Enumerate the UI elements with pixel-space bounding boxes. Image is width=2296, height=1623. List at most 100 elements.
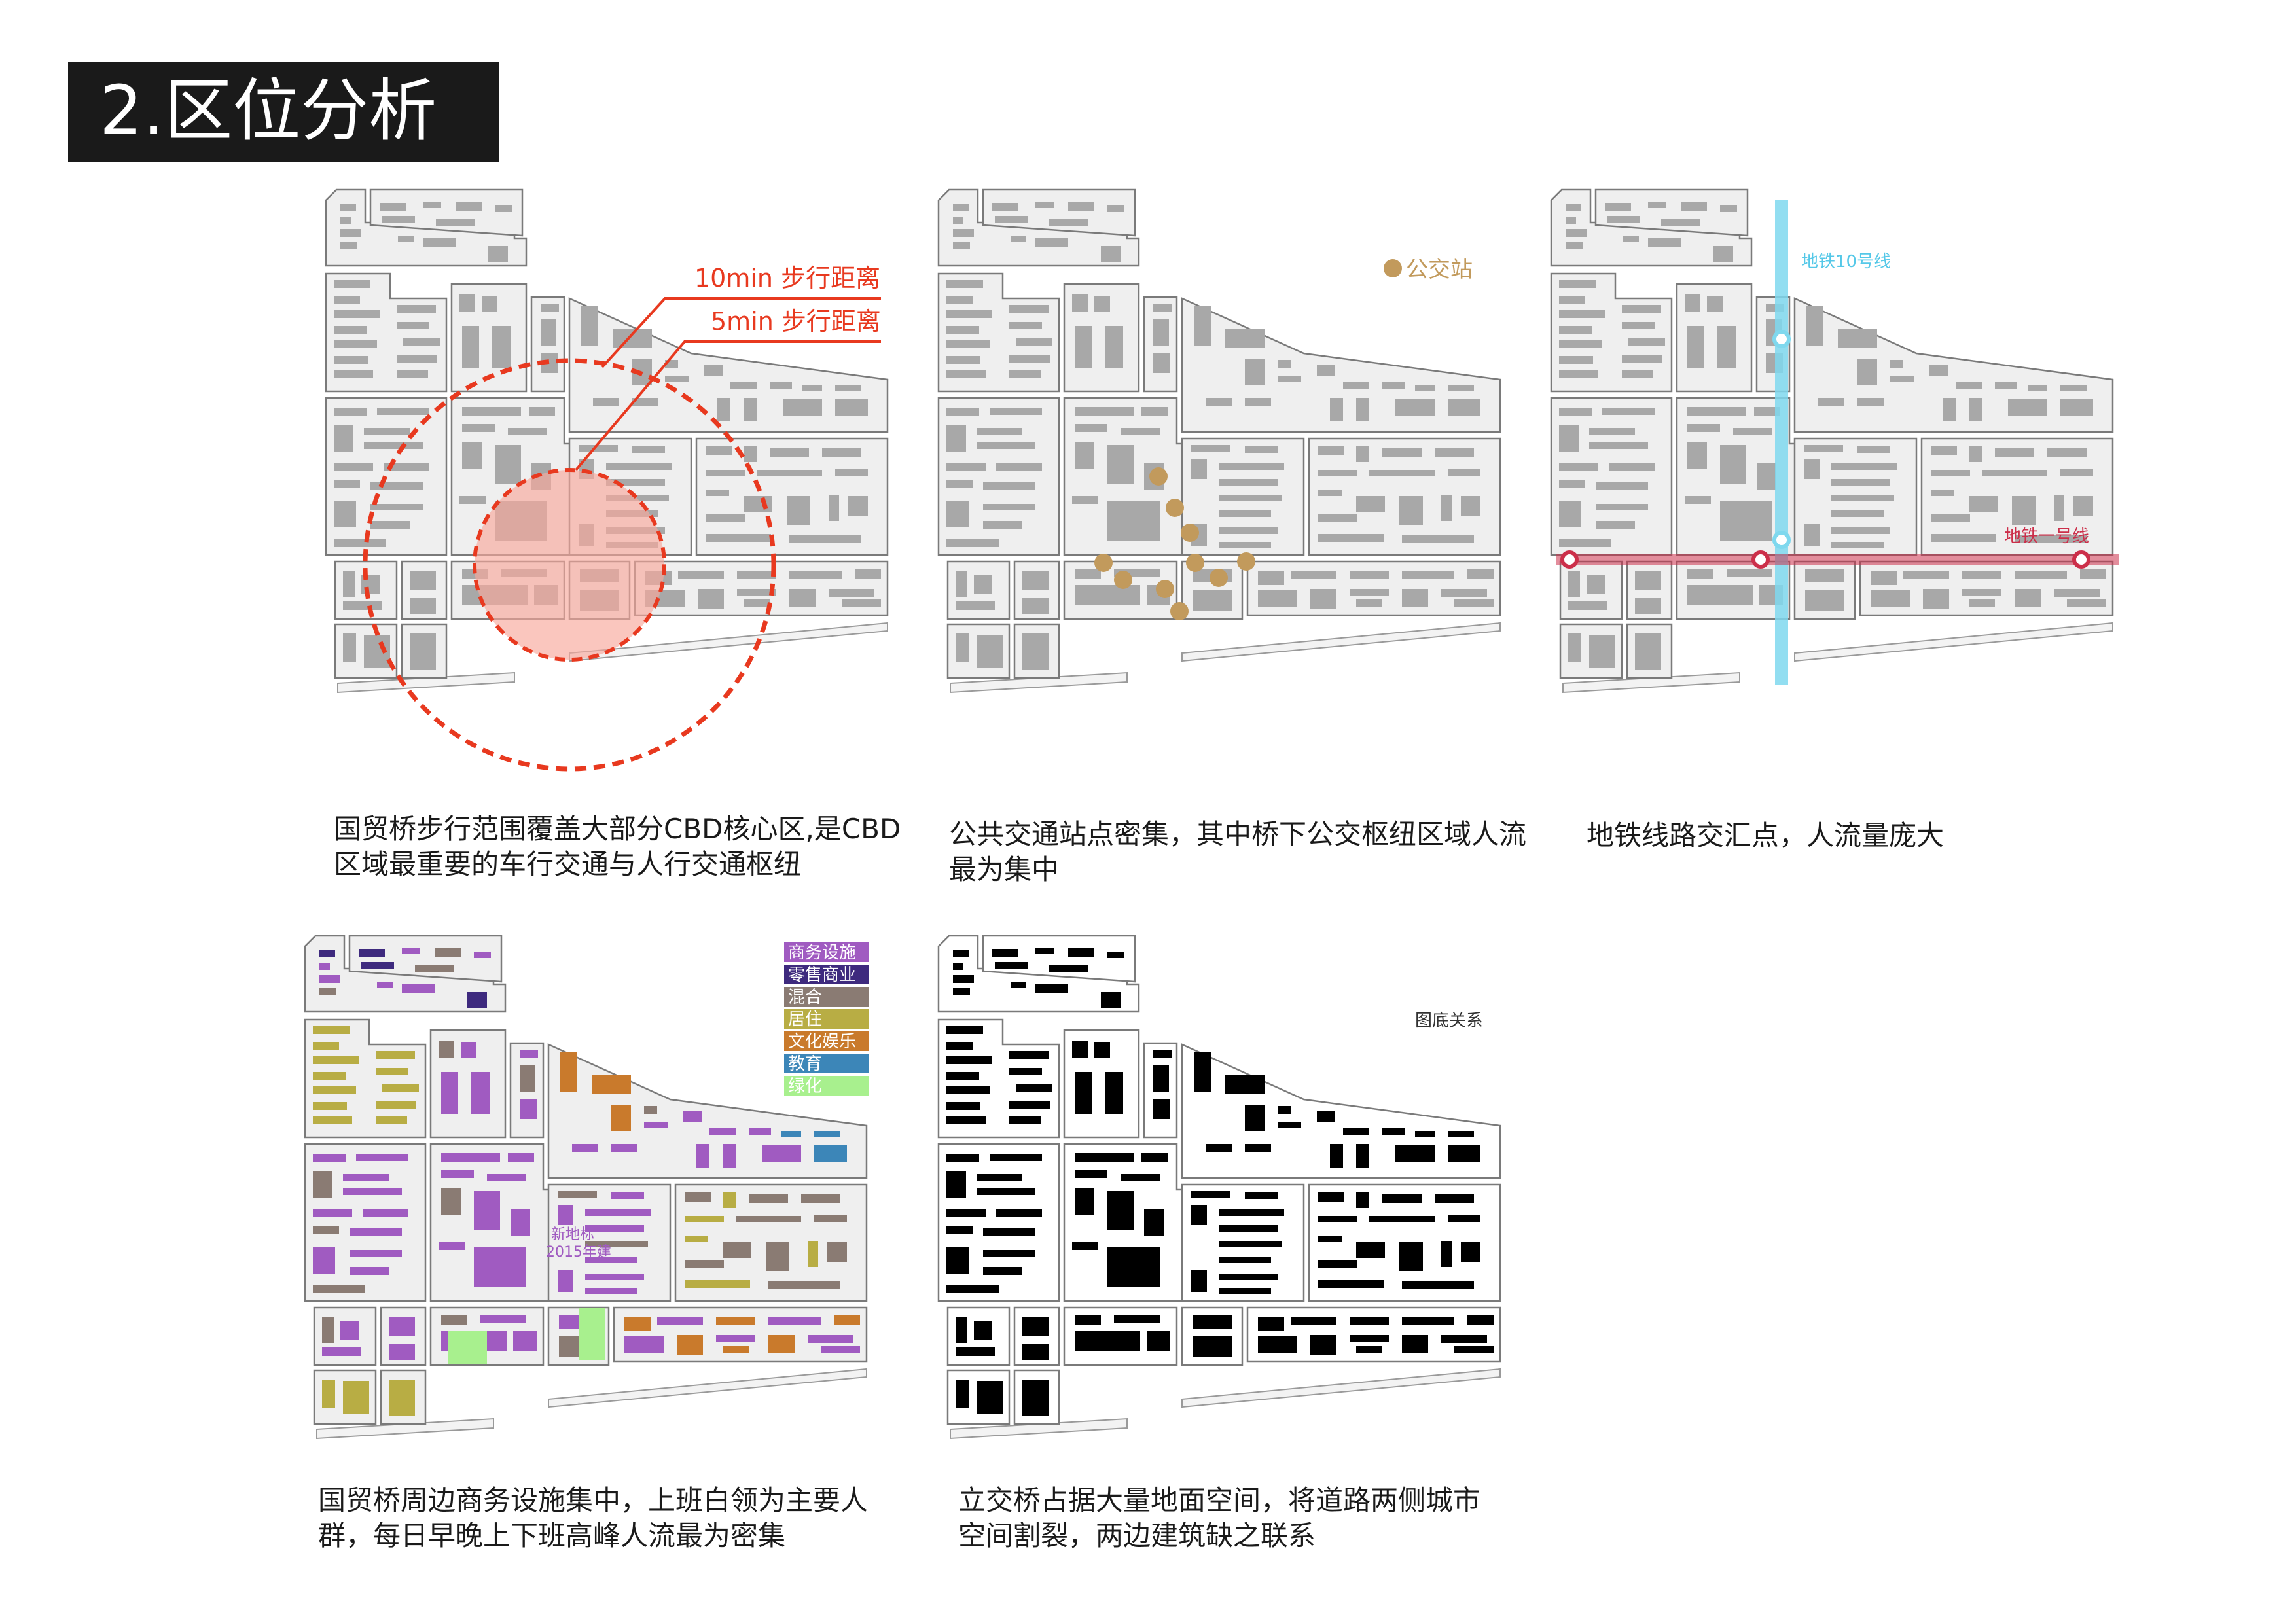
building bbox=[389, 1344, 415, 1360]
building bbox=[1318, 1236, 1342, 1242]
building bbox=[1278, 1106, 1291, 1114]
building bbox=[492, 326, 511, 368]
building bbox=[1016, 1084, 1052, 1092]
building bbox=[1194, 306, 1211, 346]
subway-line-1 bbox=[1556, 554, 2119, 565]
building bbox=[1441, 1335, 1487, 1343]
building bbox=[983, 1228, 1035, 1236]
road-strip bbox=[1794, 622, 2113, 662]
building bbox=[1245, 446, 1278, 453]
building bbox=[1871, 590, 1910, 607]
green-space bbox=[448, 1331, 487, 1364]
building bbox=[716, 1317, 755, 1325]
building bbox=[822, 448, 861, 457]
building bbox=[585, 1241, 648, 1247]
bus-stop bbox=[1094, 554, 1113, 572]
building bbox=[398, 236, 414, 242]
building bbox=[946, 463, 986, 471]
building bbox=[319, 975, 340, 983]
building bbox=[996, 463, 1042, 471]
building bbox=[1454, 1346, 1494, 1353]
building bbox=[835, 469, 868, 476]
building bbox=[1687, 407, 1746, 416]
building bbox=[1049, 965, 1088, 972]
building bbox=[946, 1116, 986, 1124]
building bbox=[1009, 305, 1049, 313]
building bbox=[1568, 571, 1580, 597]
building bbox=[370, 482, 423, 490]
building bbox=[2054, 589, 2100, 597]
building bbox=[1318, 534, 1384, 542]
building bbox=[606, 479, 665, 486]
bus-stop bbox=[1210, 569, 1228, 587]
building bbox=[410, 633, 436, 670]
building bbox=[558, 1270, 573, 1292]
building bbox=[1559, 310, 1605, 318]
building bbox=[1415, 1131, 1435, 1137]
building bbox=[946, 1026, 983, 1034]
building bbox=[380, 203, 406, 211]
building bbox=[613, 329, 652, 348]
caption-line: 最为集中 bbox=[949, 853, 1060, 885]
building bbox=[624, 1317, 651, 1331]
building bbox=[334, 280, 370, 288]
building bbox=[1622, 355, 1662, 363]
building bbox=[953, 975, 974, 983]
building bbox=[1219, 542, 1271, 548]
building bbox=[1356, 1144, 1369, 1168]
building bbox=[946, 1086, 990, 1094]
building bbox=[480, 1315, 526, 1323]
building bbox=[1831, 527, 1890, 534]
building bbox=[1720, 501, 1772, 541]
building bbox=[1350, 1335, 1389, 1342]
building bbox=[397, 370, 428, 378]
building bbox=[737, 589, 776, 596]
building bbox=[1107, 1247, 1160, 1287]
building bbox=[410, 598, 436, 614]
building bbox=[1461, 1242, 1480, 1262]
subway-line-1-label: 地铁一号线 bbox=[2004, 527, 2089, 546]
building bbox=[441, 1153, 500, 1162]
caption-line: 立交桥占据大量地面空间，将道路两侧城市 bbox=[958, 1484, 1481, 1516]
building bbox=[1995, 448, 2034, 457]
building bbox=[313, 1086, 356, 1094]
building bbox=[1448, 469, 1480, 476]
building bbox=[313, 1209, 352, 1217]
building bbox=[953, 229, 974, 237]
building bbox=[1661, 219, 1700, 226]
building bbox=[364, 442, 423, 449]
building bbox=[415, 965, 454, 972]
legend-swatch bbox=[784, 965, 869, 984]
building bbox=[585, 1225, 644, 1232]
building bbox=[814, 1145, 847, 1162]
building bbox=[1107, 952, 1124, 958]
building bbox=[322, 1347, 361, 1356]
bus-stop bbox=[1114, 571, 1132, 589]
building bbox=[821, 1346, 860, 1353]
building bbox=[1219, 495, 1282, 501]
walking-distance-map: 10min 步行距离 5min 步行距离 bbox=[325, 188, 889, 772]
legend-label: 混合 bbox=[788, 988, 822, 1007]
building bbox=[1566, 217, 1576, 224]
building bbox=[946, 280, 983, 288]
bus-stop bbox=[1149, 467, 1168, 486]
building bbox=[1395, 1145, 1435, 1162]
building bbox=[343, 1381, 369, 1414]
bus-caption: 公共交通站点密集，其中桥下公交枢纽区域人流 最为集中 bbox=[949, 817, 1526, 887]
building bbox=[956, 1317, 967, 1343]
building bbox=[1009, 1051, 1049, 1059]
road-strip bbox=[337, 671, 515, 694]
building bbox=[1871, 571, 1897, 585]
building bbox=[343, 1174, 389, 1181]
building bbox=[744, 599, 770, 607]
building bbox=[1317, 365, 1335, 376]
building bbox=[1144, 1209, 1164, 1236]
building bbox=[1448, 1215, 1480, 1222]
building bbox=[1402, 589, 1428, 607]
building bbox=[1890, 376, 1914, 382]
building bbox=[1685, 496, 1711, 504]
building bbox=[704, 365, 723, 376]
building bbox=[1011, 982, 1026, 988]
building bbox=[946, 296, 973, 304]
legend-label: 文化娱乐 bbox=[788, 1032, 856, 1052]
